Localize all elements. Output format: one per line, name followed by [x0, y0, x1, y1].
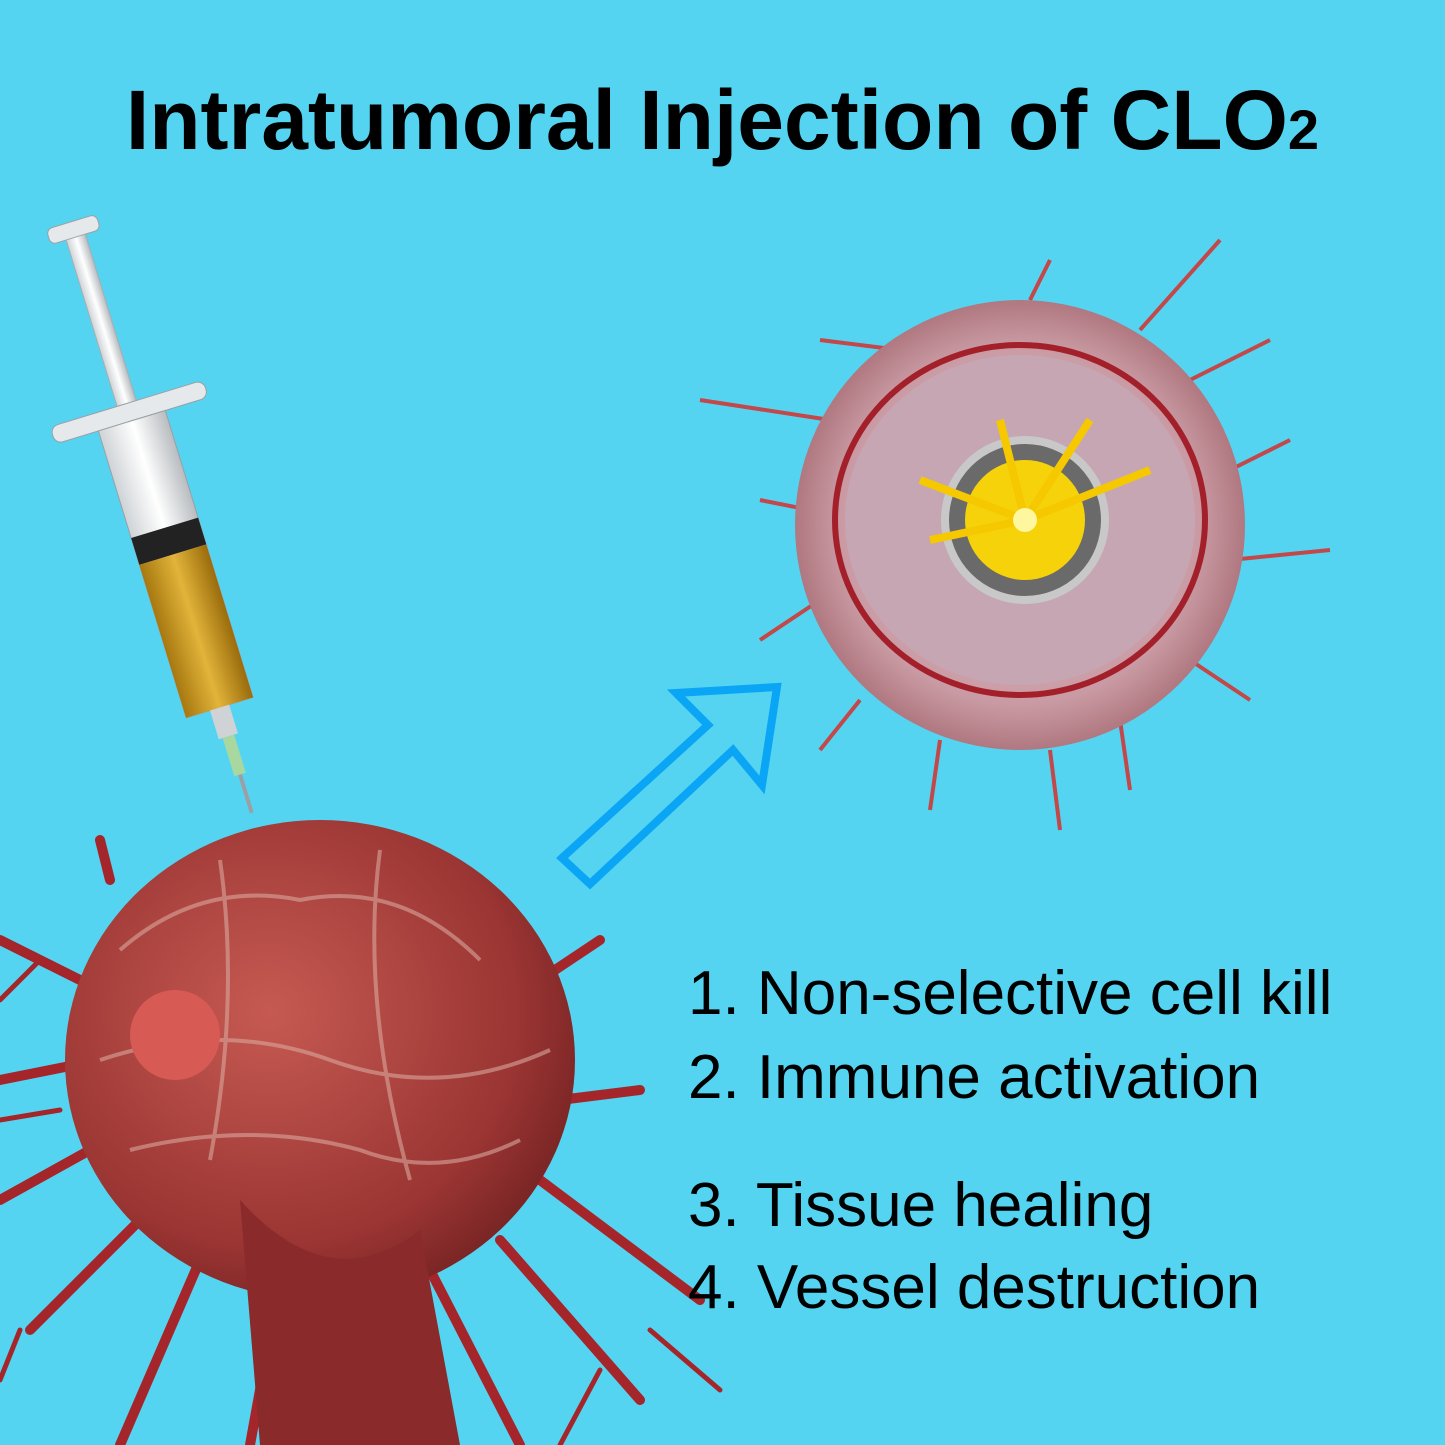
- syringe-icon: [47, 215, 254, 814]
- title-subscript: 2: [1287, 98, 1320, 161]
- effect-item-4: 4. Vessel destruction: [688, 1253, 1261, 1322]
- effect-item-3: 3. Tissue healing: [688, 1171, 1154, 1240]
- tumor-icon: [0, 820, 723, 1445]
- effect-item-1: 1. Non-selective cell kill: [688, 959, 1333, 1028]
- page-title: Intratumoral Injection of CLO2: [0, 72, 1445, 169]
- destroyed-cell-icon: [699, 238, 1331, 831]
- effect-item-2: 2. Immune activation: [688, 1043, 1261, 1112]
- title-text: Intratumoral Injection of CLO: [125, 73, 1288, 167]
- arrow-icon: [556, 682, 782, 890]
